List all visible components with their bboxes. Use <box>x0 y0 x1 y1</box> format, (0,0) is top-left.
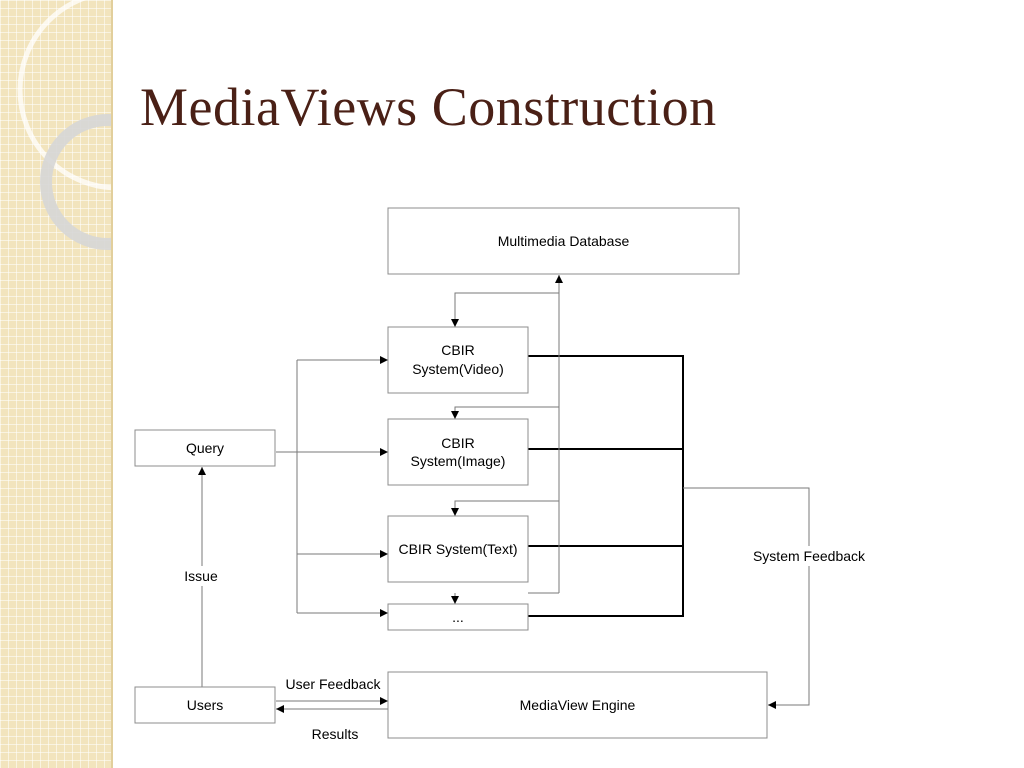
edge-label-issue: Issue <box>184 568 218 584</box>
connector-db-to-image <box>451 406 559 419</box>
connector-system-feedback <box>683 487 810 709</box>
edge-label-results: Results <box>312 726 359 742</box>
node-label: CBIR <box>441 342 474 358</box>
decorative-ring-large <box>17 0 113 191</box>
edge-label-system-feedback: System Feedback <box>753 548 866 564</box>
node-label: CBIR <box>441 435 474 451</box>
node-multimedia-database: Multimedia Database <box>387 207 740 275</box>
node-label: Multimedia Database <box>498 233 630 249</box>
edge-label-background <box>178 566 226 586</box>
node-query: Query <box>134 429 276 467</box>
node-label: CBIR System(Text) <box>398 541 517 557</box>
connector-db-to-video <box>451 292 559 327</box>
node-label: System(Image) <box>411 453 506 469</box>
node-more: ... <box>387 603 529 631</box>
node-label: Query <box>186 440 224 456</box>
edge-label-user-feedback: User Feedback <box>286 676 382 692</box>
node-mediaview-engine: MediaView Engine <box>387 671 768 739</box>
cbir-output-lines <box>528 355 684 617</box>
node-users: Users <box>134 686 276 724</box>
connector-db-to-text <box>451 500 559 516</box>
node-cbir-video: CBIR System(Video) <box>387 326 529 394</box>
decorative-ring-small <box>40 114 113 250</box>
node-label: ... <box>452 609 464 625</box>
node-label: System(Video) <box>412 361 504 377</box>
node-cbir-text: CBIR System(Text) <box>387 515 529 583</box>
page-title: MediaViews Construction <box>140 77 717 137</box>
query-distribution-lines <box>276 356 388 617</box>
node-label: MediaView Engine <box>520 697 636 713</box>
database-loop-lines <box>451 275 563 604</box>
decorative-rings <box>17 0 113 250</box>
decorative-sidebar <box>0 0 113 768</box>
node-label: Users <box>187 697 224 713</box>
edge-label-background <box>743 546 875 566</box>
node-cbir-image: CBIR System(Image) <box>387 418 529 486</box>
